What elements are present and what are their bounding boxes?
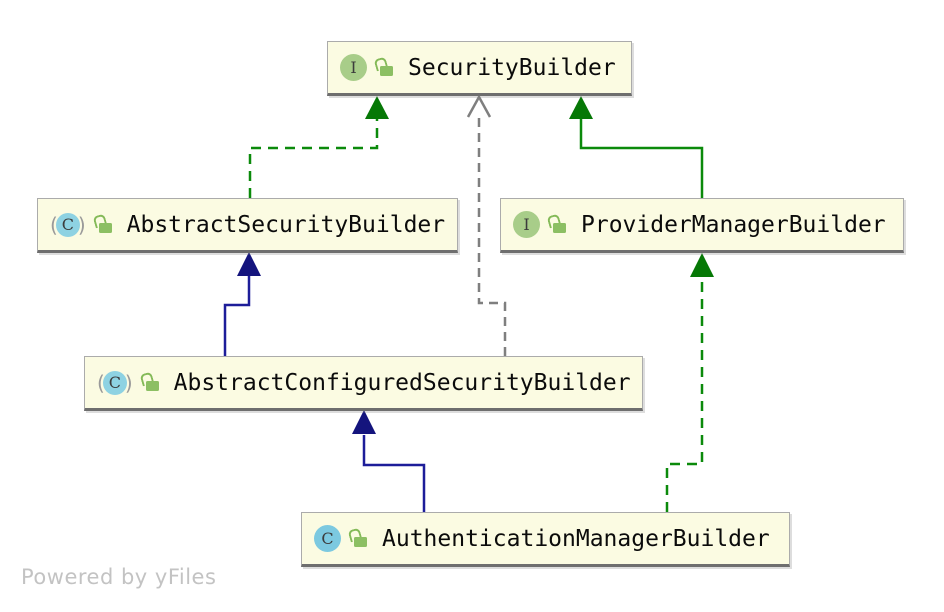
interface-icon: I (340, 54, 367, 81)
node-providermanagerbuilder[interactable]: I ProviderManagerBuilder (500, 198, 904, 253)
node-abstractconfiguredsecuritybuilder[interactable]: ( C ) AbstractConfiguredSecurityBuilder (84, 356, 643, 411)
abstract-class-icon: ( C ) (50, 212, 86, 237)
open-arrowhead (466, 94, 492, 118)
class-badge: C (314, 525, 341, 552)
abstract-class-icon: ( C ) (97, 370, 133, 395)
class-badge: C (102, 370, 127, 395)
node-abstractsecuritybuilder[interactable]: ( C ) AbstractSecurityBuilder (37, 198, 458, 253)
node-authenticationmanagerbuilder[interactable]: C AuthenticationManagerBuilder (301, 512, 790, 567)
edge-abstractconfiguredsecuritybuilder-securitybuilder[interactable] (466, 94, 507, 356)
interface-icon: I (513, 211, 540, 238)
inheritance-arrowhead (569, 96, 593, 119)
node-label: ProviderManagerBuilder (581, 211, 886, 238)
node-label: AuthenticationManagerBuilder (382, 525, 770, 552)
edge-abstractsecuritybuilder-implements-securitybuilder[interactable] (248, 96, 389, 198)
unlocked-public-icon (546, 213, 567, 234)
class-icon: C (314, 525, 341, 552)
unlocked-public-icon (373, 56, 394, 77)
unlocked-public-icon (347, 527, 368, 548)
edge-authenticationmanagerbuilder-extends-abstractconfiguredsecuritybuilder[interactable] (352, 410, 426, 512)
edge-providermanagerbuilder-extends-securitybuilder[interactable] (569, 96, 704, 198)
edge-authenticationmanagerbuilder-implements-providermanagerbuilder[interactable] (665, 253, 714, 512)
class-badge: C (55, 212, 80, 237)
inheritance-arrowhead (690, 253, 714, 277)
node-label: AbstractConfiguredSecurityBuilder (173, 369, 631, 396)
interface-badge: I (340, 54, 367, 81)
inheritance-arrowhead (352, 410, 376, 434)
yfiles-watermark: Powered by yFiles (21, 565, 217, 589)
edge-abstractconfiguredsecuritybuilder-extends-abstractsecuritybuilder[interactable] (223, 252, 261, 356)
unlocked-public-icon (139, 371, 160, 392)
node-label: SecurityBuilder (408, 54, 616, 81)
inheritance-arrowhead (237, 252, 261, 276)
node-label: AbstractSecurityBuilder (126, 211, 446, 238)
unlocked-public-icon (92, 213, 113, 234)
node-securitybuilder[interactable]: I SecurityBuilder (327, 41, 632, 96)
interface-badge: I (513, 211, 540, 238)
inheritance-arrowhead (365, 96, 389, 119)
